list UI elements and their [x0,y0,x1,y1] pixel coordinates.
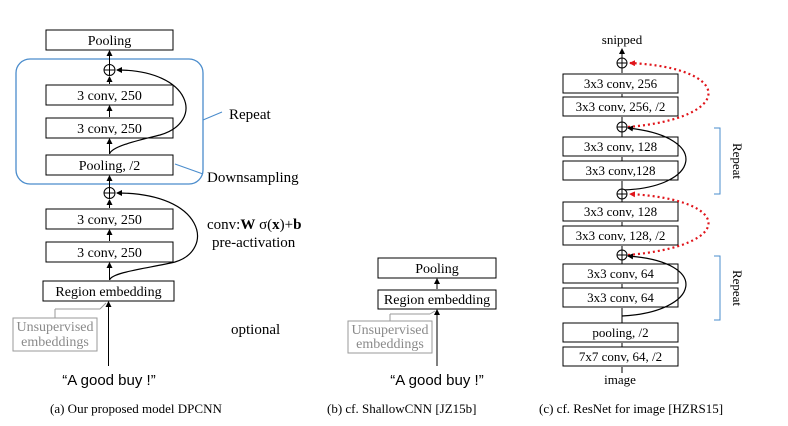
dpcnn-skip-arrow [108,67,187,155]
dpcnn-panel: Pooling 3 conv, 250 3 conv, 250 Pooling,… [12,29,301,416]
circled-plus-icon [616,249,628,261]
resnet-identity-skip [621,253,687,317]
resnet-conv-box [562,136,679,157]
resnet-projection-skip [627,60,710,129]
shallowcnn-panel: Pooling Region embedding Unsupervised em… [327,257,497,416]
resnet-conv-box [562,287,679,308]
dpcnn-conv-label: 3 conv, 250 [77,246,142,261]
downsampling-pointer-line [174,163,204,175]
repeat-label: Repeat [229,107,271,123]
circled-plus-icon [616,57,628,69]
resnet-conv-box [562,73,679,94]
shallow-input-text: “A good buy !” [390,372,483,389]
dpcnn-conv-label: 3 conv, 250 [77,213,142,228]
repeat-bracket [714,255,721,321]
downsampling-label: Downsampling [207,170,299,186]
resnet-projection-skip [627,191,710,257]
shallow-unsupervised-box [347,320,433,354]
dpcnn-skip-arrow [108,190,199,281]
resnet-snipped-label: snipped [602,32,643,47]
circled-plus-icon [616,121,628,133]
shallow-unsupervised-label: Unsupervised [352,323,429,338]
resnet-pooling-box [562,322,679,343]
resnet-identity-skip [621,125,687,191]
resnet-conv-box [562,263,679,284]
repeat-bracket [714,127,721,195]
shallow-unsupervised-label: embeddings [356,337,424,352]
resnet-panel: snipped 3x3 conv, 256 3x3 conv, 256, /2 … [539,32,745,416]
circled-plus-icon [103,187,116,199]
conv-formula-label: conv:W σ(x)+b [207,217,301,233]
resnet-pooling-label: pooling, /2 [592,325,648,340]
dpcnn-conv-label: 3 conv, 250 [77,122,142,137]
dpcnn-conv-label: 3 conv, 250 [77,89,142,104]
resnet-image-label: image [604,372,636,387]
circled-plus-icon [616,188,628,200]
resnet-conv-box [562,225,679,246]
dpcnn-region-embedding-label: Region embedding [55,285,161,300]
resnet-conv-label: 3x3 conv, 128 [584,139,657,154]
resnet-conv-box [562,96,679,117]
resnet-conv-label: 3x3 conv, 128 [584,204,657,219]
repeat-pointer-line [202,111,223,121]
resnet-conv-label: 3x3 conv,128 [586,163,656,178]
resnet-caption: (c) cf. ResNet for image [HZRS15] [539,401,723,416]
resnet-repeat-label: Repeat [730,143,745,179]
dpcnn-caption: (a) Our proposed model DPCNN [50,401,222,416]
resnet-repeat-label: Repeat [730,270,745,306]
dpcnn-input-text: “A good buy !” [62,372,155,389]
shallow-caption: (b) cf. ShallowCNN [JZ15b] [327,401,476,416]
preactivation-label: pre-activation [212,235,296,251]
circled-plus-icon [103,64,116,76]
resnet-conv-box [562,346,679,367]
dpcnn-pooling-label: Pooling [88,34,132,49]
dpcnn-unsupervised-label: embeddings [21,335,89,350]
resnet-conv-box [562,160,679,181]
optional-label: optional [231,322,280,338]
shallow-pooling-label: Pooling [415,262,459,277]
resnet-conv-label: 3x3 conv, 256 [584,76,658,91]
resnet-conv-label: 7x7 conv, 64, /2 [579,349,662,364]
resnet-conv-label: 3x3 conv, 128, /2 [576,228,666,243]
dpcnn-unsupervised-label: Unsupervised [17,320,94,335]
shallow-region-embedding-label: Region embedding [384,293,490,308]
resnet-conv-label: 3x3 conv, 256, /2 [576,99,666,114]
resnet-conv-label: 3x3 conv, 64 [587,266,654,281]
resnet-conv-box [562,201,679,222]
resnet-conv-label: 3x3 conv, 64 [587,290,654,305]
dpcnn-pooling-half-label: Pooling, /2 [79,159,140,174]
